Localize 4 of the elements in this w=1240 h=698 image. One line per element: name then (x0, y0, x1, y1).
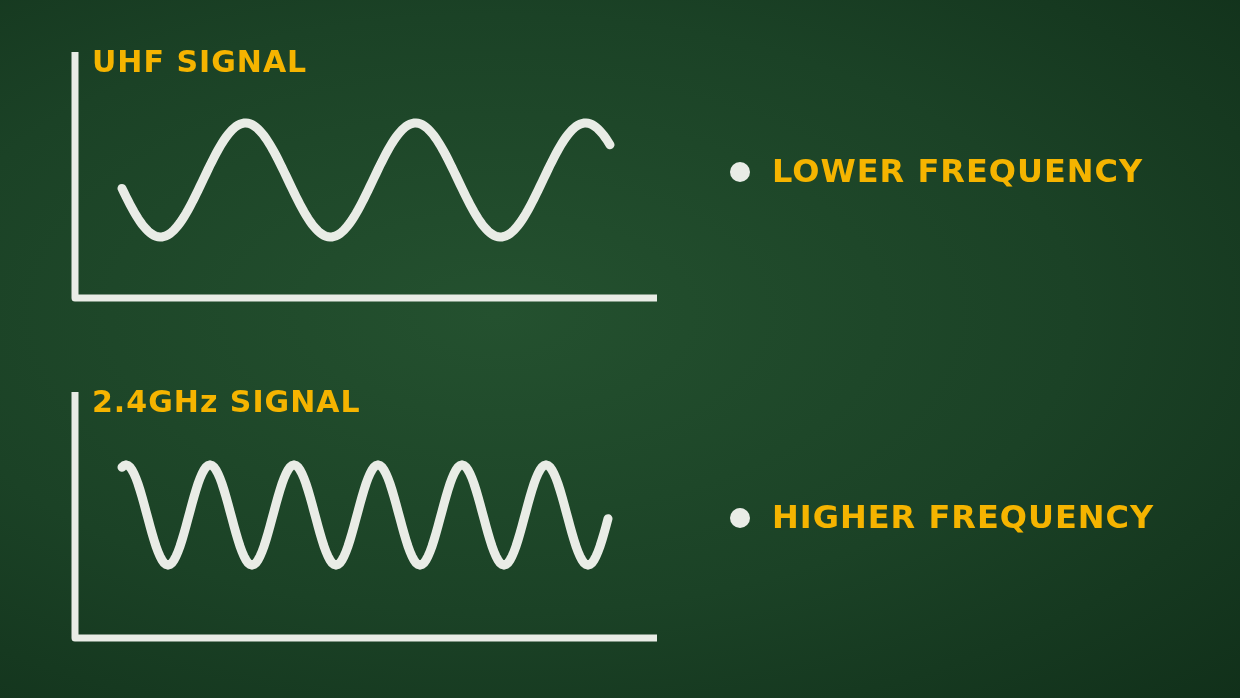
axis-title: 2.4GHz SIGNAL (92, 384, 361, 419)
axis-title: UHF SIGNAL (92, 44, 308, 79)
bullet-text: LOWER FREQUENCY (772, 152, 1144, 190)
bullet-text: HIGHER FREQUENCY (772, 498, 1155, 536)
